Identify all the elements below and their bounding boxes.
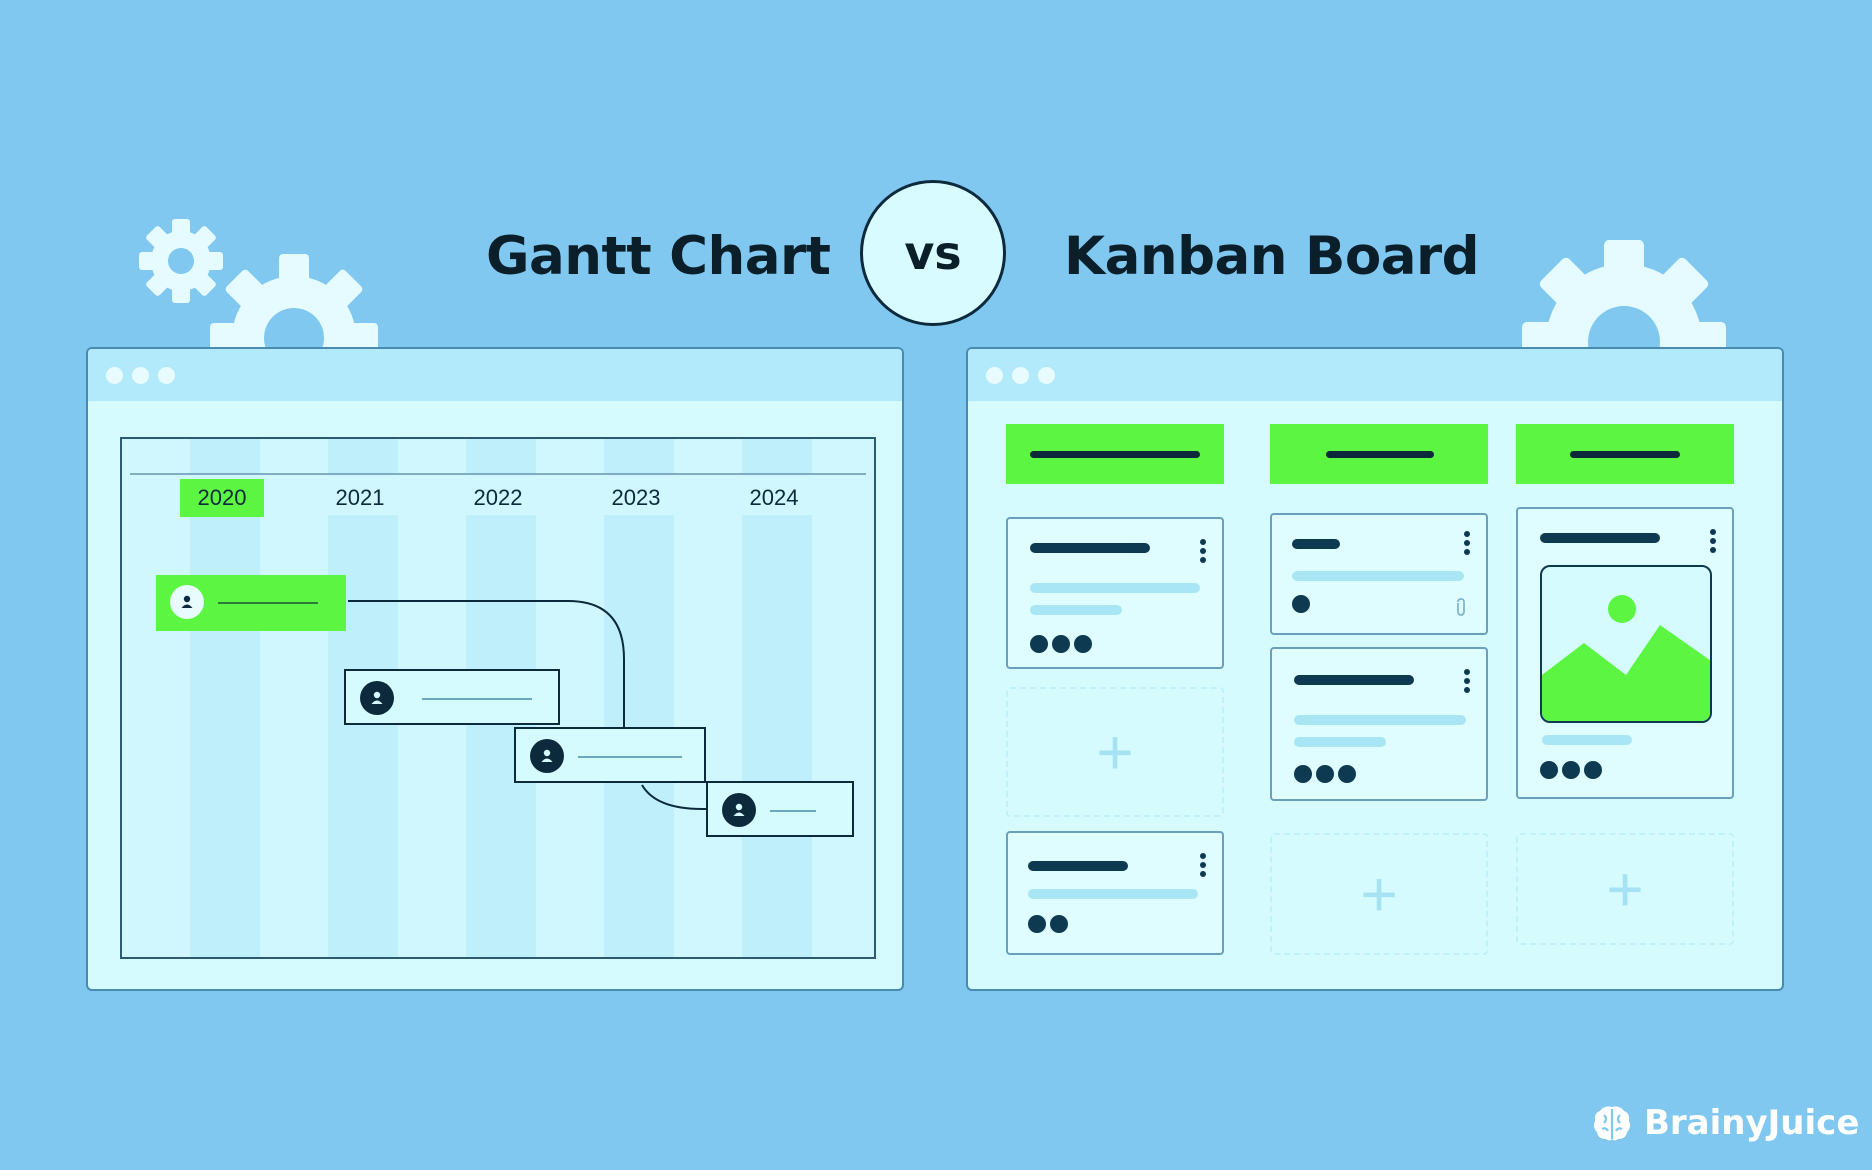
card-member-dots [1540, 761, 1602, 779]
kanban-card[interactable] [1006, 831, 1224, 955]
gantt-window-titlebar [88, 349, 902, 401]
gantt-task-4[interactable] [706, 781, 854, 837]
card-text-line [1028, 889, 1198, 899]
card-text-line [1294, 715, 1466, 725]
card-title-line [1540, 533, 1660, 543]
brand-logo[interactable]: BrainyJuice [1590, 1097, 1859, 1149]
more-options-icon[interactable] [1200, 853, 1206, 877]
card-title-line [1292, 539, 1340, 549]
status-dot [1292, 595, 1310, 613]
task-label-line [578, 756, 682, 758]
kanban-column-header-2[interactable] [1270, 424, 1488, 484]
card-text-line [1542, 735, 1632, 745]
window-dot-3[interactable] [1038, 367, 1055, 384]
gear-icon-large [1522, 240, 1726, 348]
kanban-window-titlebar [968, 349, 1782, 401]
gantt-task-1[interactable] [156, 575, 346, 631]
gantt-grid: 2020 2021 2022 2023 2024 [120, 437, 876, 959]
image-placeholder-icon [1540, 565, 1712, 723]
kanban-card[interactable] [1516, 507, 1734, 799]
user-avatar-icon [170, 585, 204, 619]
card-text-line [1030, 605, 1122, 615]
kanban-board-title: Kanban Board [1064, 226, 1480, 287]
column-title-line [1326, 451, 1434, 458]
card-title-line [1030, 543, 1150, 553]
add-card-button[interactable]: + [1006, 687, 1224, 817]
window-dot-3[interactable] [158, 367, 175, 384]
card-text-line [1030, 583, 1200, 593]
vs-label: vs [904, 226, 962, 280]
attachment-icon [1457, 598, 1465, 616]
more-options-icon[interactable] [1710, 529, 1716, 553]
gantt-column-stripe [742, 439, 812, 957]
brand-name: BrainyJuice [1644, 1103, 1860, 1143]
window-dot-2[interactable] [132, 367, 149, 384]
gantt-window: 2020 2021 2022 2023 2024 [86, 347, 904, 991]
gear-icon-medium [210, 254, 378, 348]
card-title-line [1028, 861, 1128, 871]
column-title-line [1030, 451, 1200, 458]
task-label-line [422, 698, 532, 700]
gantt-task-2[interactable] [344, 669, 560, 725]
brain-icon [1593, 1106, 1631, 1141]
user-avatar-icon [722, 793, 756, 827]
kanban-column-header-3[interactable] [1516, 424, 1734, 484]
year-label-2022: 2022 [473, 485, 523, 510]
gear-icon-small [139, 219, 223, 303]
year-label-2023: 2023 [611, 485, 661, 510]
card-title-line [1294, 675, 1414, 685]
task-label-line [770, 810, 816, 812]
task-label-line [218, 602, 318, 604]
window-dot-1[interactable] [106, 367, 123, 384]
kanban-column-header-1[interactable] [1006, 424, 1224, 484]
column-title-line [1570, 451, 1680, 458]
year-label-2024: 2024 [749, 485, 799, 510]
user-avatar-icon [360, 681, 394, 715]
gantt-column-stripe [604, 439, 674, 957]
card-member-dots [1028, 915, 1068, 933]
card-member-dots [1294, 765, 1356, 783]
kanban-window: + + + [966, 347, 1784, 991]
more-options-icon[interactable] [1464, 669, 1470, 693]
user-avatar-icon [530, 739, 564, 773]
card-member-dots [1030, 635, 1092, 653]
window-dot-1[interactable] [986, 367, 1003, 384]
window-dot-2[interactable] [1012, 367, 1029, 384]
gantt-column-stripe [190, 439, 260, 957]
kanban-card[interactable] [1270, 513, 1488, 635]
year-label-2021: 2021 [335, 485, 385, 510]
dependency-connectors [348, 600, 722, 810]
card-text-line [1294, 737, 1386, 747]
add-card-button[interactable]: + [1270, 833, 1488, 955]
gantt-task-3[interactable] [514, 727, 706, 783]
add-card-button[interactable]: + [1516, 833, 1734, 945]
year-label-2020: 2020 [180, 479, 264, 517]
gantt-divider [130, 473, 866, 475]
more-options-icon[interactable] [1464, 531, 1470, 555]
gantt-chart-title: Gantt Chart [486, 226, 831, 287]
card-text-line [1292, 571, 1464, 581]
kanban-card[interactable] [1270, 647, 1488, 801]
kanban-card[interactable] [1006, 517, 1224, 669]
more-options-icon[interactable] [1200, 539, 1206, 563]
vs-badge: vs [860, 180, 1006, 326]
